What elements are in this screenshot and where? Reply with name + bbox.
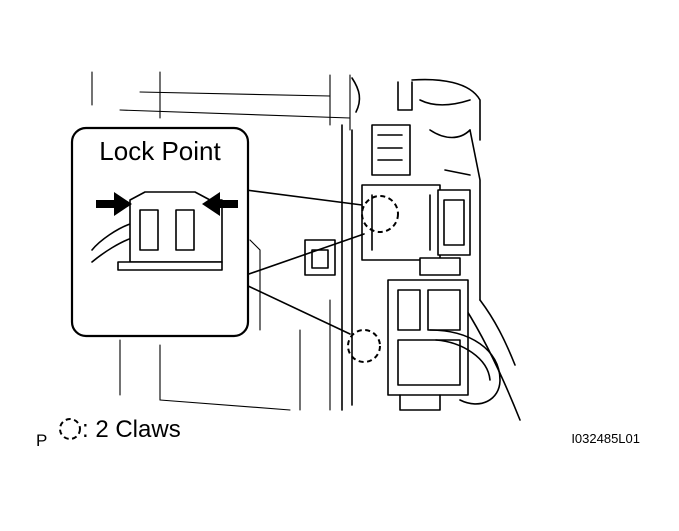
- background-assembly: [91, 71, 521, 421]
- claw-slot-left: [139, 209, 159, 251]
- callout-leader-lines: [245, 189, 365, 335]
- callout-title: Lock Point: [99, 136, 221, 166]
- dashed-circle-icon: [59, 418, 81, 440]
- legend: P : 2 Claws: [36, 416, 181, 450]
- figure-id: I032485L01: [571, 431, 640, 446]
- claw-markers: [347, 195, 399, 363]
- lock-point-callout: Lock Point: [70, 126, 250, 338]
- claw-detail-drawing: [91, 191, 223, 271]
- legend-text: : 2 Claws: [82, 416, 181, 443]
- claw-slot-right: [175, 209, 195, 251]
- arrow-right-icon: [96, 192, 132, 216]
- arrow-left-icon: [202, 192, 238, 216]
- lock-arrows: [96, 192, 238, 216]
- claw-marker-upper: [361, 195, 399, 233]
- legend-symbol-prefix: P: [36, 431, 47, 450]
- claw-marker-lower: [347, 329, 381, 363]
